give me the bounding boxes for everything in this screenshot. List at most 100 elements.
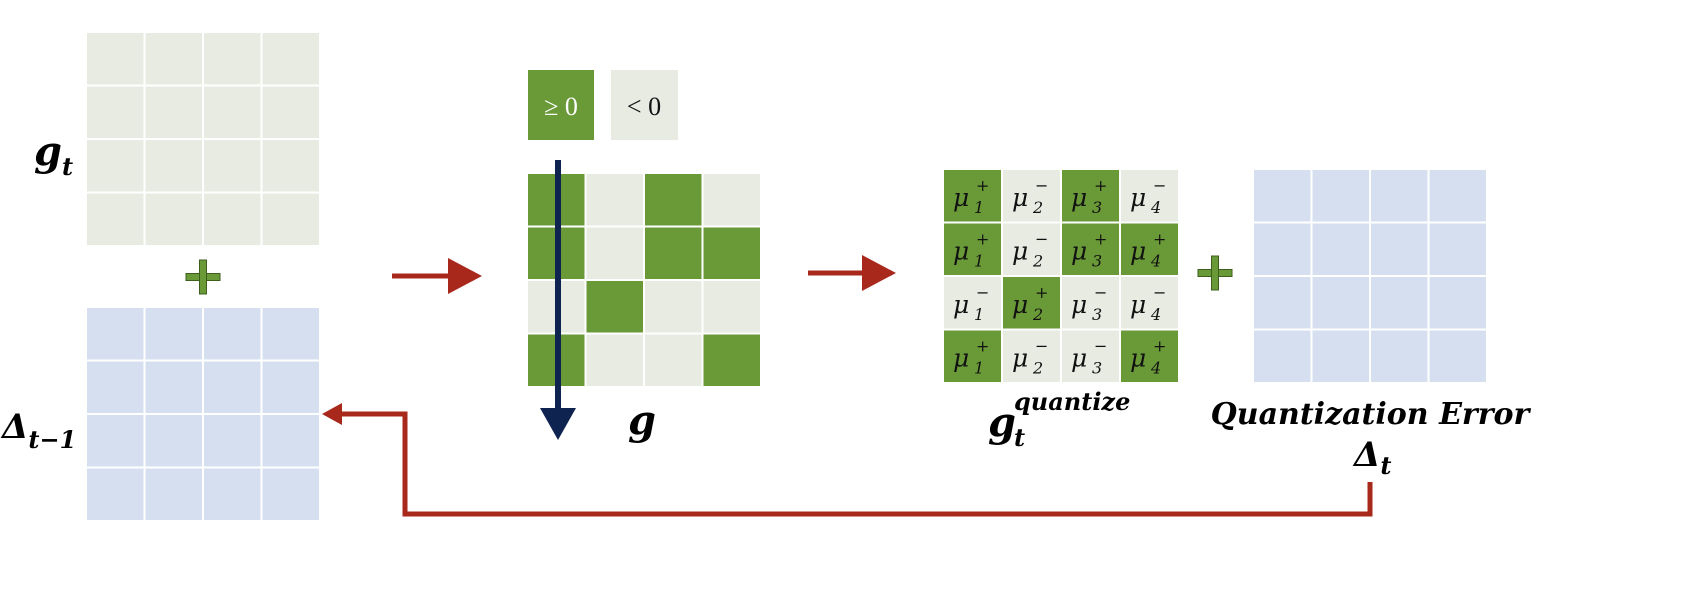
current-error-label: Δt	[1352, 435, 1391, 480]
matrix-cell	[85, 31, 146, 87]
quantized-label-sub: t	[1014, 423, 1025, 452]
previous-error-label: Δt−1	[0, 407, 76, 454]
sign-cell-positive	[584, 279, 645, 335]
matrix-cell	[1369, 221, 1430, 277]
quantized-cell-positive	[1119, 221, 1180, 277]
matrix-cell	[260, 306, 321, 362]
quantized-cell-positive	[1060, 168, 1121, 224]
matrix-cell	[260, 359, 321, 415]
matrix-cell	[1369, 168, 1430, 224]
matrix-cell	[1427, 221, 1488, 277]
current-error-label-sub: t	[1380, 451, 1391, 480]
quantization-error-matrix	[1252, 168, 1488, 384]
sign-cell-negative	[701, 172, 762, 228]
gradient-label: gt	[34, 128, 73, 181]
arrow-right-icon	[808, 255, 896, 291]
quantization-error-label: Quantization Error	[1211, 397, 1532, 432]
previous-error-label-main: Δ	[0, 407, 28, 447]
sign-matrix-label: g	[628, 397, 656, 444]
matrix-cell	[1252, 221, 1313, 277]
matrix-cell	[143, 84, 204, 140]
matrix-cell	[85, 466, 146, 522]
sign-cell-positive	[643, 225, 704, 281]
quantized-cell-positive	[1001, 275, 1062, 331]
gradient-label-sub: t	[62, 152, 73, 181]
sign-cell-positive	[701, 225, 762, 281]
quantized-cell-value: μ−4	[1130, 176, 1166, 217]
matrix-cell	[143, 138, 204, 194]
sign-matrix	[526, 172, 762, 388]
feedback-arrow-icon	[322, 403, 1373, 517]
arrow-down-icon	[540, 160, 576, 440]
matrix-cell	[260, 466, 321, 522]
matrix-cell	[143, 466, 204, 522]
matrix-cell	[202, 191, 263, 247]
matrix-cell	[260, 84, 321, 140]
quantized-cell-negative	[942, 275, 1003, 331]
quantized-cell-value: μ−2	[1012, 176, 1048, 217]
matrix-cell	[260, 191, 321, 247]
quantized-cell-value: μ+3	[1071, 230, 1107, 271]
current-error-label-main: Δ	[1352, 435, 1380, 475]
quantized-cell-value: μ+3	[1071, 176, 1107, 217]
quantized-cell-positive	[942, 221, 1003, 277]
sign-cell-negative	[584, 332, 645, 388]
matrix-cell	[143, 191, 204, 247]
quantized-cell-value: μ−2	[1012, 337, 1048, 378]
quantized-cell-value: μ−3	[1071, 283, 1107, 324]
matrix-cell	[260, 31, 321, 87]
quantized-cell-negative	[1060, 275, 1121, 331]
arrow-right-icon	[392, 258, 482, 294]
gradient-label-main: g	[34, 128, 62, 175]
matrix-cell	[260, 413, 321, 469]
matrix-cell	[1310, 275, 1371, 331]
quantized-cell-value: μ+1	[953, 337, 989, 378]
sign-cell-negative	[701, 279, 762, 335]
quantized-cell-value: μ+4	[1130, 230, 1166, 271]
quantized-cell-positive	[1119, 328, 1180, 384]
quantized-cell-positive	[1060, 221, 1121, 277]
matrix-cell	[260, 138, 321, 194]
quantized-cell-value: μ−4	[1130, 283, 1166, 324]
quantized-cell-negative	[1060, 328, 1121, 384]
quantized-cell-negative	[1001, 168, 1062, 224]
matrix-cell	[202, 359, 263, 415]
quantized-cell-negative	[1119, 275, 1180, 331]
gradient-matrix	[85, 31, 321, 247]
matrix-cell	[1369, 275, 1430, 331]
matrix-cell	[85, 306, 146, 362]
quantized-cell-value: μ+1	[953, 230, 989, 271]
matrix-cell	[202, 413, 263, 469]
legend-negative-label: < 0	[627, 92, 661, 121]
matrix-cell	[1427, 328, 1488, 384]
quantized-cell-negative	[1001, 328, 1062, 384]
sign-cell-positive	[643, 172, 704, 228]
matrix-cell	[143, 359, 204, 415]
matrix-cell	[1427, 275, 1488, 331]
sign-cell-negative	[643, 332, 704, 388]
plus-icon	[185, 259, 221, 295]
quantized-cell-value: μ+2	[1012, 283, 1048, 324]
matrix-cell	[1310, 328, 1371, 384]
matrix-cell	[1310, 168, 1371, 224]
matrix-cell	[85, 413, 146, 469]
legend-positive-label: ≥ 0	[544, 92, 578, 121]
matrix-cell	[143, 413, 204, 469]
matrix-cell	[85, 84, 146, 140]
quantized-cell-value: μ−1	[953, 283, 989, 324]
quantized-label-main: g	[988, 399, 1016, 446]
matrix-cell	[85, 138, 146, 194]
matrix-cell	[85, 191, 146, 247]
legend-negative: < 0	[611, 70, 678, 140]
sign-cell-negative	[584, 172, 645, 228]
quantized-cell-positive	[942, 328, 1003, 384]
quantized-label-sup: quantize	[1014, 387, 1130, 416]
matrix-cell	[202, 138, 263, 194]
matrix-cell	[202, 84, 263, 140]
plus-icon	[1197, 255, 1233, 291]
matrix-cell	[1252, 328, 1313, 384]
matrix-cell	[202, 466, 263, 522]
quantized-cell-negative	[1119, 168, 1180, 224]
